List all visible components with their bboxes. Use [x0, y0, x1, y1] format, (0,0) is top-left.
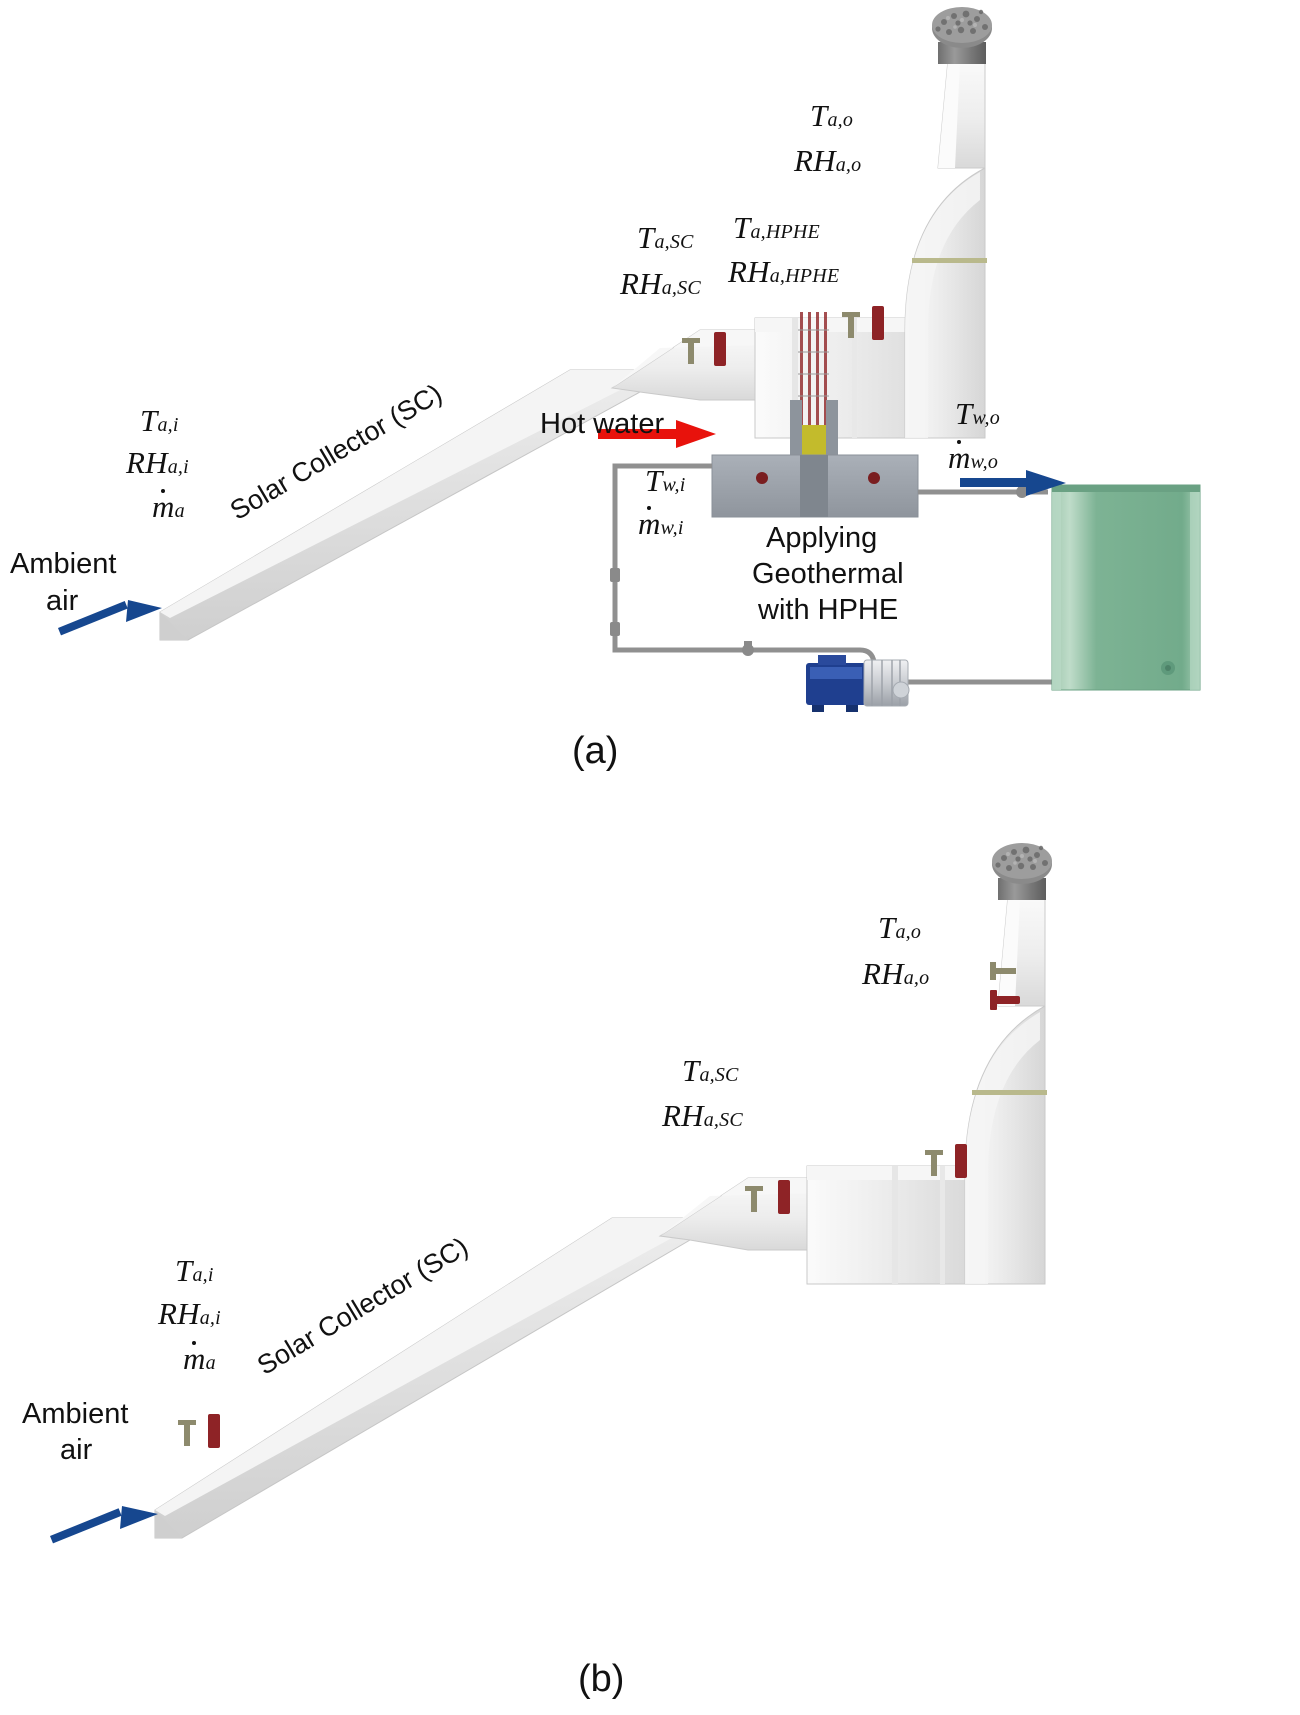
label-hphe-temp-a: Ta,HPHE: [733, 210, 820, 245]
label-water-in-temp-a: Tw,i: [645, 463, 686, 498]
red-flow-arrow-icon-a: [598, 420, 716, 448]
label-outlet-temp-a: Ta,o: [810, 98, 854, 133]
chimney-elbow-a: [904, 59, 987, 439]
probe-group-outlet-b: [925, 1144, 967, 1178]
label-hphe-note-1-a: Applying: [766, 522, 878, 554]
blue-flow-arrow-icon-inlet-a: [58, 600, 162, 636]
label-ambient-air-line2-b: air: [60, 1434, 93, 1466]
label-water-out-mdot-a: mw,o: [948, 440, 999, 475]
panel-b-solar-only-system: Ta,i RHa,i ma Ambient air Solar Collecto…: [0, 800, 1300, 1715]
panel-a-svg: [58, 7, 1201, 712]
label-inlet-rh-a: RHa,i: [126, 445, 189, 480]
probe-group-hphe-a: [842, 306, 884, 340]
caption-b: (b): [578, 1658, 625, 1700]
label-hot-water-a: Hot water: [540, 408, 665, 440]
label-inlet-mdot-a: ma: [152, 489, 185, 524]
chimney-cap-icon-a: [932, 7, 992, 64]
humidity-probe-icon: [714, 332, 726, 366]
panel-a-drawing: [0, 0, 1300, 800]
label-sc-temp-a: Ta,SC: [637, 220, 694, 255]
label-inlet-temp-a: Ta,i: [140, 403, 179, 438]
blue-flow-arrow-icon-outlet-a: [960, 470, 1066, 496]
label-outlet-temp-b: Ta,o: [878, 910, 922, 945]
solar-collector-duct-a: [159, 369, 641, 641]
probe-group-sc-a: [682, 332, 726, 366]
label-hphe-note-2-a: Geothermal: [752, 558, 904, 590]
humidity-probe-icon: [955, 1144, 967, 1178]
label-hphe-note-3-a: with HPHE: [758, 594, 899, 626]
heat-pipe-bundle-a: [798, 312, 829, 438]
label-ambient-air-line1-a: Ambient: [10, 548, 117, 580]
panel-b-drawing: [0, 800, 1300, 1715]
thermocouple-probe-icon: [842, 312, 860, 338]
label-ambient-air-line1-b: Ambient: [22, 1398, 129, 1430]
label-ambient-air-line2-a: air: [46, 585, 79, 617]
label-water-out-temp-a: Tw,o: [955, 396, 1000, 431]
chimney-cap-icon-b: [992, 843, 1052, 900]
thermocouple-probe-icon: [990, 962, 1016, 980]
label-hphe-rh-a: RHa,HPHE: [728, 254, 840, 289]
label-outlet-rh-b: RHa,o: [862, 956, 930, 991]
label-water-in-mdot-a: mw,i: [638, 506, 684, 541]
horizontal-duct-b: [806, 1165, 983, 1285]
label-inlet-mdot-b: ma: [183, 1341, 216, 1376]
panel-b-svg: [49, 843, 1052, 1544]
thermocouple-probe-icon: [745, 1186, 763, 1212]
humidity-probe-icon: [990, 990, 1020, 1010]
water-heat-exchanger-block-a: [711, 454, 919, 518]
blue-flow-arrow-icon-inlet-b: [49, 1506, 158, 1544]
humidity-probe-icon: [872, 306, 884, 340]
label-outlet-rh-a: RHa,o: [794, 143, 862, 178]
humidity-probe-icon: [778, 1180, 790, 1214]
probe-group-sc-b: [745, 1180, 790, 1214]
thermocouple-probe-icon: [925, 1150, 943, 1176]
panel-a-geothermal-system: Ta,i RHa,i ma Ambient air Solar Collecto…: [0, 0, 1300, 800]
probe-group-chimney-b: [990, 962, 1020, 1010]
caption-a: (a): [572, 730, 619, 772]
label-sc-temp-b: Ta,SC: [682, 1053, 739, 1088]
label-inlet-rh-b: RHa,i: [158, 1296, 221, 1331]
label-sc-rh-a: RHa,SC: [620, 266, 701, 301]
thermocouple-probe-icon: [682, 338, 700, 364]
chimney-elbow-b: [964, 895, 1047, 1285]
label-inlet-temp-b: Ta,i: [175, 1253, 214, 1288]
label-sc-rh-b: RHa,SC: [662, 1098, 743, 1133]
pump-icon-a: [806, 647, 910, 712]
water-tank-icon-a: [1051, 484, 1201, 691]
